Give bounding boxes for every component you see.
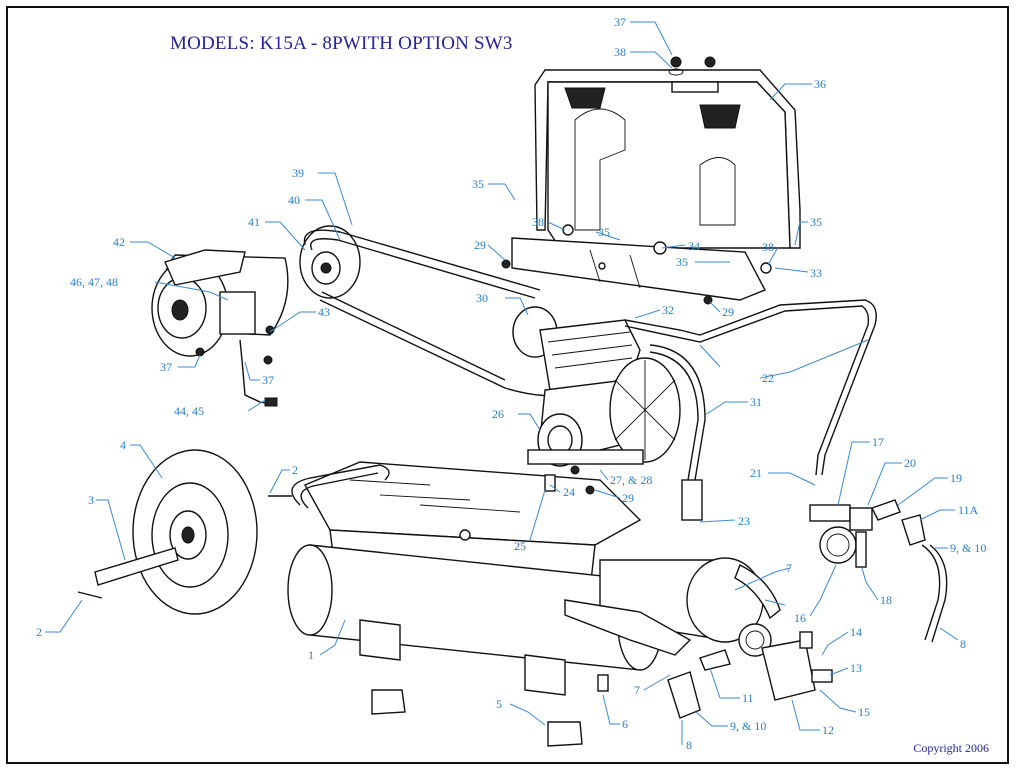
callout-11: 11 — [742, 691, 754, 705]
rubber-foot-2 — [547, 721, 583, 747]
carry-handle — [291, 464, 390, 506]
callout-32: 32 — [662, 303, 674, 317]
drain-valve — [667, 671, 701, 719]
callout-44-45: 44, 45 — [174, 404, 204, 418]
manifold-assembly — [809, 499, 926, 568]
check-valve — [597, 674, 609, 692]
callout-14: 14 — [850, 625, 862, 639]
callout-labels: 37 38 36 35 35 38 35 34 29 38 35 33 29 3… — [36, 15, 986, 752]
compressor-pump — [512, 306, 681, 467]
callout-21: 21 — [750, 466, 762, 480]
discharge-tube — [624, 299, 877, 476]
callout-35-mid: 35 — [598, 225, 610, 239]
callout-8-right: 8 — [960, 637, 966, 651]
callout-29-top: 29 — [474, 238, 486, 252]
callout-19: 19 — [950, 471, 962, 485]
tank-foot-right — [524, 654, 566, 696]
callout-38-right: 38 — [762, 240, 774, 254]
callout-35-lower: 35 — [676, 255, 688, 269]
diagram-title: MODELS: K15A - 8PWITH OPTION SW3 — [170, 33, 513, 54]
callout-18: 18 — [880, 593, 892, 607]
callout-1: 1 — [308, 648, 314, 662]
callout-37-motor: 37 — [262, 373, 274, 387]
callout-37-left: 37 — [160, 360, 172, 374]
callout-35-left: 35 — [472, 177, 484, 191]
callout-46-47-48: 46, 47, 48 — [70, 275, 118, 289]
callout-7-left: 7 — [634, 683, 640, 697]
callout-30: 30 — [476, 291, 488, 305]
guard-mount-bracket — [511, 237, 766, 301]
callout-9-10-right: 9, & 10 — [950, 541, 986, 555]
callout-27-28: 27, & 28 — [610, 473, 652, 487]
callout-40: 40 — [288, 193, 300, 207]
rubber-foot-1 — [371, 689, 406, 715]
callout-13: 13 — [850, 661, 862, 675]
callout-41: 41 — [248, 215, 260, 229]
drain-tube — [921, 544, 941, 641]
callout-15: 15 — [858, 705, 870, 719]
tank-foot-left — [359, 619, 401, 661]
callout-34: 34 — [688, 239, 700, 253]
callout-5: 5 — [496, 697, 502, 711]
hose-fitting — [681, 479, 703, 521]
callout-25: 25 — [514, 539, 526, 553]
pressure-regulator — [738, 623, 833, 701]
callout-36: 36 — [814, 77, 826, 91]
copyright-notice: Copyright 2006 — [913, 741, 989, 755]
callout-3: 3 — [88, 493, 94, 507]
callout-35-right: 35 — [810, 215, 822, 229]
callout-31: 31 — [750, 395, 762, 409]
callout-38-top: 38 — [614, 45, 626, 59]
callout-24: 24 — [563, 485, 575, 499]
callout-4: 4 — [120, 438, 126, 452]
flexible-hose — [649, 344, 706, 481]
callout-29-mid: 29 — [722, 305, 734, 319]
callout-17: 17 — [872, 435, 884, 449]
callout-9-10-left: 9, & 10 — [730, 719, 766, 733]
callout-7-right: 7 — [786, 561, 792, 575]
callout-11a: 11A — [958, 503, 979, 517]
tank-tube — [564, 599, 692, 656]
callout-8-left: 8 — [686, 738, 692, 752]
hardware-fasteners — [195, 56, 772, 495]
callout-43: 43 — [318, 305, 330, 319]
axle — [94, 547, 179, 586]
callout-2-top: 2 — [292, 463, 298, 477]
callout-42: 42 — [113, 235, 125, 249]
leader-lines — [45, 21, 959, 745]
callout-29-low: 29 — [622, 491, 634, 505]
callout-26: 26 — [492, 407, 504, 421]
wheel — [132, 449, 258, 615]
callout-23: 23 — [738, 514, 750, 528]
belt-guard — [534, 69, 801, 249]
callout-20: 20 — [904, 456, 916, 470]
callout-33: 33 — [810, 266, 822, 280]
drawing-border — [6, 6, 1009, 764]
callout-2-bottom: 2 — [36, 625, 42, 639]
callout-39: 39 — [292, 166, 304, 180]
callout-6: 6 — [622, 717, 628, 731]
callout-16: 16 — [794, 611, 806, 625]
elbow-fitting — [699, 649, 731, 671]
callout-38-mid: 38 — [532, 215, 544, 229]
electric-motor — [151, 249, 289, 407]
drive-belt-top — [303, 229, 541, 291]
motor-pulley — [299, 225, 361, 299]
cotter-pin-bottom — [77, 591, 103, 599]
callout-37-top: 37 — [614, 15, 626, 29]
callout-12: 12 — [822, 723, 834, 737]
callout-22: 22 — [762, 371, 774, 385]
